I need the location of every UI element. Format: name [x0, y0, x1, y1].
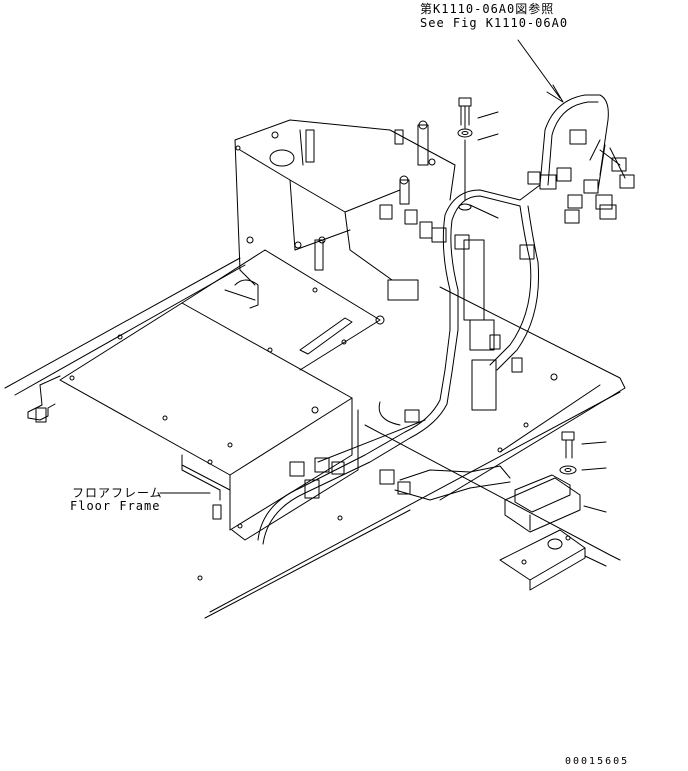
leader-lines: [160, 40, 606, 566]
wire-harness: [258, 95, 608, 544]
mid-connectors: [290, 205, 522, 498]
switch-unit: [505, 475, 580, 532]
document-number: 00015605: [565, 756, 630, 767]
floor-frame-label-japanese: フロアフレーム: [72, 486, 163, 500]
floor-frame-outline: [5, 258, 625, 618]
mount-plate: [500, 530, 585, 590]
floor-holes: [70, 335, 557, 580]
reference-label-english: See Fig K1110-06A0: [420, 16, 569, 30]
reference-label-japanese: 第K1110-06A0図参照: [420, 2, 555, 16]
connector-cluster: [520, 130, 634, 259]
left-bracket: [28, 376, 60, 422]
bolt-right: [560, 432, 576, 474]
floor-frame-label-english: Floor Frame: [70, 499, 161, 513]
upper-frame: [225, 120, 455, 308]
bolt-top: [458, 98, 472, 210]
floor-plate: [182, 250, 384, 370]
